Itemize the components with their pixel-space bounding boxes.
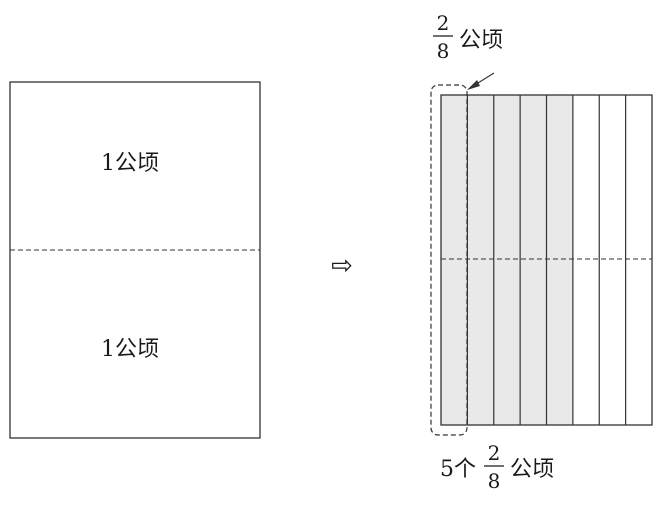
bottom-fraction-label: 5个 2 8 公顷 [440, 441, 554, 493]
highlight-numerator: 2 [437, 11, 450, 35]
left-rectangle [9, 81, 261, 439]
left-rectangle-group: 1公顷 1公顷 [9, 81, 261, 439]
bottom-prefix: 5个 [440, 457, 476, 482]
pointer-arrow-head [467, 80, 480, 90]
bottom-denominator: 8 [488, 469, 501, 493]
shaded-column [467, 95, 494, 425]
highlight-denominator: 8 [437, 39, 450, 63]
left-top-label: 1公顷 [101, 151, 159, 176]
first-column-highlight [430, 84, 468, 436]
transform-arrow-icon: ⇨ [331, 251, 353, 281]
shaded-column [546, 95, 573, 425]
right-shaded-columns [441, 95, 573, 425]
highlight-unit: 公顷 [459, 28, 503, 53]
bottom-numerator: 2 [488, 441, 501, 465]
highlight-fraction-label: 2 8 公顷 [433, 11, 503, 63]
shaded-column [441, 95, 468, 425]
shaded-column [493, 95, 521, 425]
right-rectangle-group [430, 72, 653, 436]
shaded-column [520, 95, 547, 425]
bottom-unit: 公顷 [510, 457, 554, 482]
left-bottom-label: 1公顷 [101, 337, 159, 362]
